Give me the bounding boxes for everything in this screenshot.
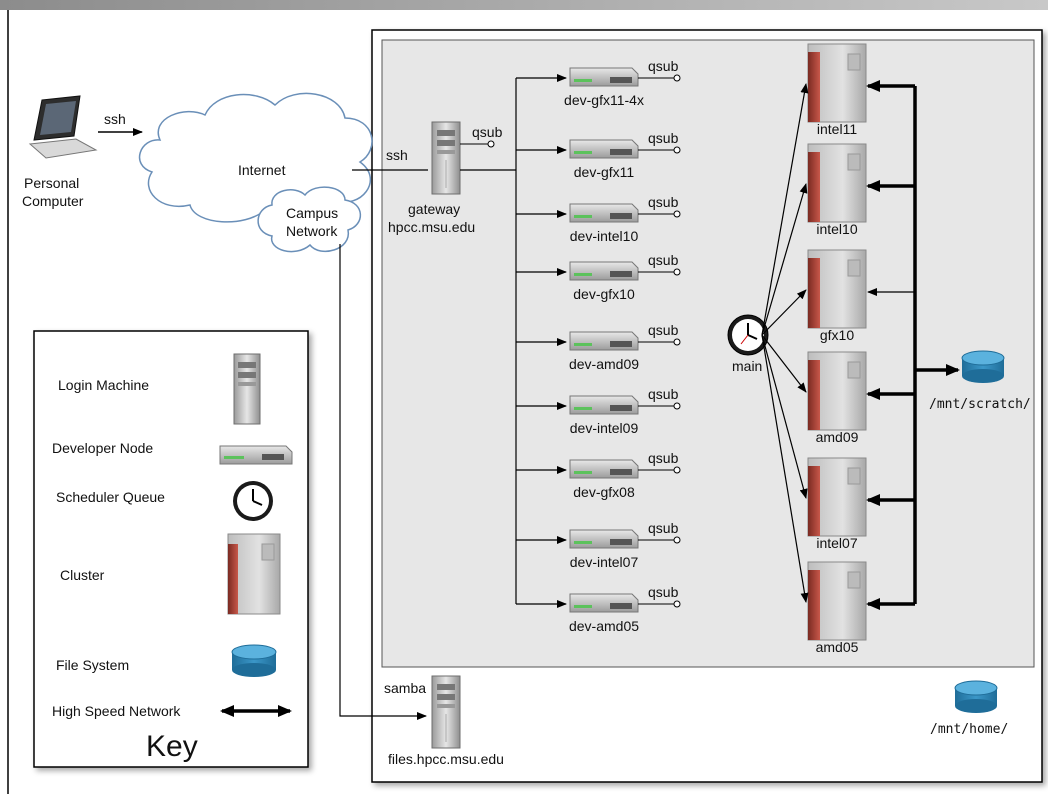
gateway-tower-icon — [431, 121, 461, 195]
dev-qsub-label: qsub — [648, 322, 679, 338]
key-filesystem-icon — [231, 644, 277, 677]
dev-qsub-label: qsub — [648, 520, 679, 536]
scheduler-label: main — [732, 358, 762, 374]
dev-node-name: dev-intel09 — [570, 420, 639, 436]
cluster-name: gfx10 — [820, 327, 854, 343]
dev-node-icon — [569, 593, 639, 613]
key-item-scheduler: Scheduler Queue — [56, 489, 165, 505]
scheduler-to-cluster-arrow — [761, 83, 809, 336]
dev-node-icon — [569, 529, 639, 549]
dev-qsub-port — [673, 466, 681, 474]
gateway-qsub-label: qsub — [472, 124, 503, 140]
cluster-name: amd09 — [816, 429, 859, 445]
campus-to-samba-line — [339, 244, 427, 720]
scheduler-to-cluster-arrow — [761, 183, 808, 336]
ssh-label-laptop: ssh — [104, 111, 126, 127]
cluster-cabinet-icon — [807, 143, 867, 223]
dev-qsub-port — [673, 402, 681, 410]
scheduler-to-cluster-arrow — [761, 334, 808, 499]
key-developer-node-icon — [219, 445, 293, 465]
dev-qsub-label: qsub — [648, 450, 679, 466]
dev-qsub-port — [673, 338, 681, 346]
cluster-cabinet-icon — [807, 43, 867, 123]
dev-node-icon — [569, 459, 639, 479]
ssh-label-gateway: ssh — [386, 147, 408, 163]
dev-qsub-port — [673, 268, 681, 276]
internet-label: Internet — [238, 162, 286, 178]
home-label: /mnt/home/ — [930, 722, 1008, 737]
campus-label-line2: Network — [286, 223, 338, 239]
developer-nodes-group: qsub dev-gfx11-4x qsub dev-gfx11 qsub dev-int… — [516, 58, 681, 634]
key-login-machine-icon — [233, 353, 261, 425]
dev-qsub-label: qsub — [648, 58, 679, 74]
dev-qsub-port — [673, 600, 681, 608]
dev-node-icon — [569, 67, 639, 87]
scheduler-to-cluster-arrow — [761, 334, 807, 393]
dev-node-name: dev-intel10 — [570, 228, 639, 244]
cluster-name: amd05 — [816, 639, 859, 655]
dev-node-name: dev-amd09 — [569, 356, 639, 372]
gateway-name: gateway — [408, 201, 460, 217]
cluster-cabinet-icon — [807, 561, 867, 641]
laptop-icon — [28, 95, 98, 159]
dev-qsub-port — [673, 536, 681, 544]
dev-qsub-label: qsub — [648, 252, 679, 268]
cluster-name: intel07 — [816, 535, 857, 551]
personal-label-line1: Personal — [24, 175, 79, 191]
key-item-login: Login Machine — [58, 377, 149, 393]
gateway-host: hpcc.msu.edu — [388, 219, 475, 235]
dev-node-name: dev-gfx11 — [574, 164, 635, 180]
gateway-qsub-port — [487, 140, 495, 148]
cluster-cabinet-icon — [807, 457, 867, 537]
dev-node-icon — [569, 203, 639, 223]
dev-qsub-port — [673, 146, 681, 154]
key-item-developer: Developer Node — [52, 440, 153, 456]
campus-label-line1: Campus — [286, 205, 338, 221]
cluster-name: intel11 — [817, 121, 857, 137]
clusters-group: intel11 intel10 gfx10 amd09 intel07 amd05 — [761, 43, 915, 655]
key-cluster-icon — [227, 533, 281, 615]
dev-qsub-label: qsub — [648, 386, 679, 402]
samba-tower-icon — [431, 675, 461, 749]
key-scheduler-icon — [233, 481, 273, 521]
dev-qsub-label: qsub — [648, 130, 679, 146]
scheduler-to-cluster-arrow — [761, 334, 809, 603]
dev-qsub-port — [673, 210, 681, 218]
internet-cloud — [138, 92, 373, 253]
scratch-disk-icon — [961, 350, 1005, 383]
key-item-cluster: Cluster — [60, 567, 105, 583]
dev-node-name: dev-intel07 — [570, 554, 639, 570]
personal-label-line2: Computer — [22, 193, 84, 209]
dev-qsub-port — [673, 74, 681, 82]
key-item-filesystem: File System — [56, 657, 129, 673]
dev-node-icon — [569, 139, 639, 159]
dev-node-name: dev-gfx08 — [573, 484, 635, 500]
cluster-name: intel10 — [816, 221, 857, 237]
dev-node-name: dev-gfx10 — [573, 286, 635, 302]
scratch-label: /mnt/scratch/ — [929, 397, 1031, 412]
scheduler-clock-icon — [727, 314, 769, 356]
dev-node-icon — [569, 395, 639, 415]
dev-qsub-label: qsub — [648, 194, 679, 210]
cluster-cabinet-icon — [807, 351, 867, 431]
dev-node-name: dev-amd05 — [569, 618, 639, 634]
home-disk-icon — [954, 680, 998, 713]
dev-node-icon — [569, 261, 639, 281]
samba-label: samba — [384, 680, 426, 696]
dev-qsub-label: qsub — [648, 584, 679, 600]
scheduler-to-cluster-arrow — [761, 289, 807, 336]
dev-node-icon — [569, 331, 639, 351]
samba-host: files.hpcc.msu.edu — [388, 751, 504, 767]
dev-node-name: dev-gfx11-4x — [564, 92, 644, 108]
top-bar — [0, 0, 1048, 10]
key-item-network: High Speed Network — [52, 703, 181, 719]
cluster-cabinet-icon — [807, 249, 867, 329]
key-title: Key — [146, 730, 198, 763]
